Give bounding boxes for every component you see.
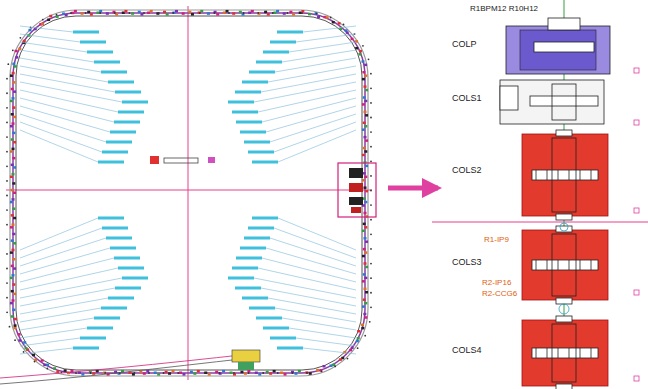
part-name: COLS1 [452, 94, 482, 103]
part-name: COLS3 [452, 258, 482, 267]
ring-layout [0, 6, 376, 384]
zoom-arrow [388, 186, 438, 191]
sensor-label: R2-IP16 [482, 279, 511, 287]
part-name: COLP [452, 40, 477, 49]
part-name: COLS2 [452, 166, 482, 175]
collimator-layout [432, 0, 648, 389]
part-name: R1BPM12 R10H12 [470, 5, 538, 13]
sensor-label: R2-CCG6 [482, 290, 517, 298]
sensor-label: R1-IP9 [484, 236, 509, 244]
part-name: COLS4 [452, 346, 482, 355]
